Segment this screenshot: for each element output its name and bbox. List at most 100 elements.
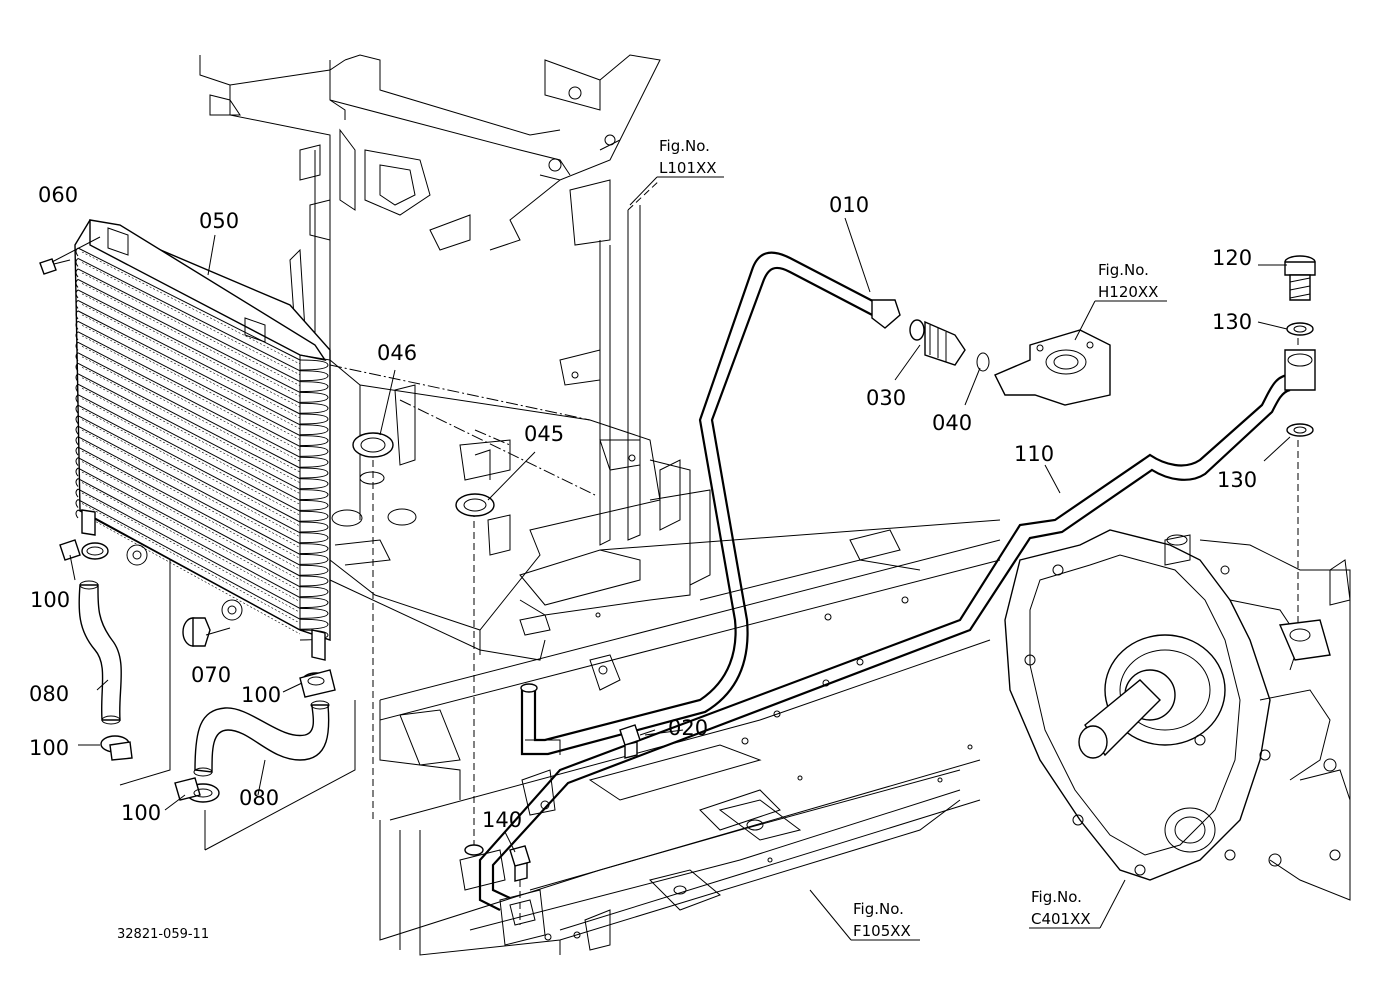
label-110: 110	[1014, 442, 1054, 466]
cooler-fin-texture	[82, 315, 300, 429]
cooler-fin-texture	[82, 378, 300, 494]
cooler-fin	[78, 489, 300, 608]
cooler-fin	[78, 437, 300, 555]
alignment-lines	[330, 330, 1298, 848]
drawing-code: 32821-059-11	[117, 927, 209, 942]
cooler-fin-end	[76, 447, 78, 455]
housing-h120	[995, 330, 1110, 405]
cooler-fin-end	[300, 598, 328, 608]
cooler-fin	[78, 311, 300, 425]
hose-080-left	[79, 581, 121, 724]
cooler-fin	[78, 500, 300, 620]
hose-080-right	[194, 701, 329, 776]
cooler-fin-texture	[82, 493, 300, 612]
label-100-a: 100	[30, 588, 70, 612]
banjo-bolt-120	[1285, 256, 1315, 300]
ref-L101-code: L101XX	[659, 159, 717, 177]
washer-130b	[1287, 424, 1313, 436]
cooler-fin-texture	[82, 451, 300, 569]
label-100-d: 100	[121, 801, 161, 825]
cooler-fin-texture	[82, 336, 300, 451]
cooler-fin	[78, 279, 300, 392]
cooler-fin	[78, 342, 300, 457]
washer-130a	[1287, 323, 1313, 335]
bolt-140	[510, 846, 535, 925]
tractor-frame	[200, 55, 1000, 955]
cooler-fins	[76, 248, 328, 640]
cooler-fin-end	[76, 426, 78, 434]
cooler-fin-end	[300, 446, 328, 456]
cooler-fin-texture	[82, 388, 300, 504]
cooler-fin-texture	[82, 504, 300, 624]
cooler-fin-end	[300, 403, 328, 413]
cooler-fin-end	[76, 290, 78, 298]
cooler-fin	[78, 290, 300, 403]
ref-C401-caption: Fig.No.	[1031, 888, 1082, 906]
label-040: 040	[932, 411, 972, 435]
cooler-fin-end	[76, 384, 78, 392]
label-020: 020	[668, 716, 708, 740]
cooler-fin	[78, 405, 300, 522]
label-010: 010	[829, 193, 869, 217]
clamp-100a	[60, 540, 108, 560]
cooler-fin-end	[76, 353, 78, 361]
cooler-fin	[78, 269, 300, 382]
cooler-fin	[78, 416, 300, 533]
cooler-fin-texture	[82, 252, 300, 364]
cooler-fin	[78, 447, 300, 565]
bolt-020	[620, 725, 655, 758]
cooler-fin	[78, 248, 300, 360]
ref-C401-code: C401XX	[1031, 910, 1091, 928]
cooler-fin-end	[76, 258, 78, 266]
ref-F105-code: F105XX	[853, 922, 911, 940]
cooler-fin	[78, 479, 300, 598]
cooler-fin-end	[76, 374, 78, 382]
cooler-fin	[78, 363, 300, 479]
cooler-fin-end	[300, 392, 328, 402]
ref-F105-caption: Fig.No.	[853, 900, 904, 918]
cooler-fin-end	[300, 619, 328, 629]
label-030: 030	[866, 386, 906, 410]
cooler-fin-end	[300, 522, 328, 532]
cooler-fin-end	[76, 416, 78, 424]
label-070: 070	[191, 663, 231, 687]
cooler-fin-end	[300, 436, 328, 446]
cooler-fin-texture	[82, 462, 300, 580]
label-080-left: 080	[29, 682, 69, 706]
cooler-fin	[78, 321, 300, 435]
cooler-fin-texture	[82, 357, 300, 472]
grommet-046	[353, 433, 393, 457]
label-080-right: 080	[239, 786, 279, 810]
oring-040	[977, 353, 989, 371]
plug-070	[183, 618, 230, 646]
cooler-fin-end	[300, 371, 328, 381]
cooler-fin-texture	[82, 441, 300, 559]
cooler-fin-end	[300, 457, 328, 467]
cooler-fin-texture	[82, 430, 300, 547]
cooler-fin-end	[300, 533, 328, 543]
cooler-fin-end	[300, 490, 328, 500]
cooler-fin-texture	[82, 367, 300, 483]
cooler-fin-end	[76, 479, 78, 487]
pipe-clips	[522, 770, 555, 815]
cooler-fin	[78, 332, 300, 447]
cooler-fin	[78, 468, 300, 587]
cooler-fin	[78, 374, 300, 490]
cooler-fin-end	[300, 608, 328, 618]
cooler-fin-texture	[82, 273, 300, 386]
cooler-fin-end	[300, 414, 328, 424]
hose-leader-lines	[120, 560, 355, 850]
cooler-fin-end	[300, 587, 328, 597]
cooler-fin-end	[76, 395, 78, 403]
cooler-fin-end	[300, 479, 328, 489]
cooler-fin-end	[76, 311, 78, 319]
cooler-fin-end	[300, 425, 328, 435]
cooler-fin	[78, 353, 300, 468]
cooler-fin-texture	[82, 514, 300, 634]
pipe-110	[465, 375, 1290, 910]
figure-references: Fig.No. L101XX Fig.No. H120XX Fig.No. F1…	[659, 137, 1158, 940]
cooler-fin-texture	[82, 346, 300, 461]
cooler-fin-texture	[82, 483, 300, 602]
label-100-c: 100	[29, 736, 69, 760]
